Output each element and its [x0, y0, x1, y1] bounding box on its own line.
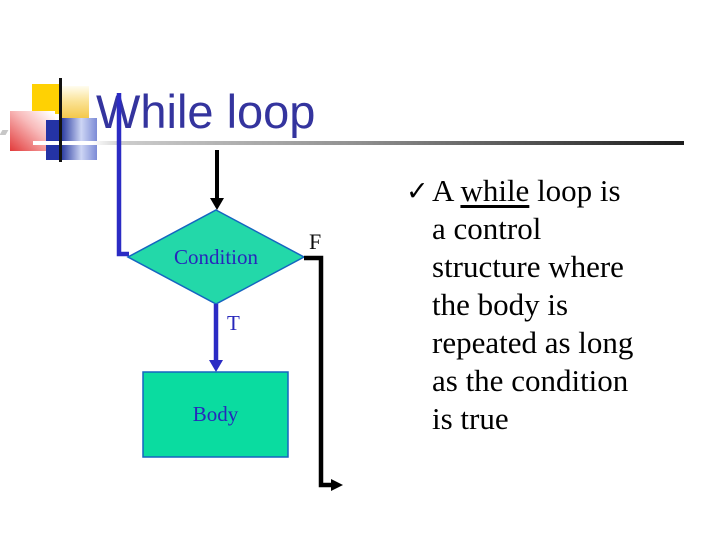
entry-arrowhead-icon	[210, 198, 224, 210]
true-arrowhead-icon	[209, 360, 223, 372]
bullet-text-line: repeated as long	[432, 325, 634, 360]
logo-blue-gradient-square	[62, 118, 97, 160]
body-label: Body	[192, 402, 239, 426]
bullet-line1-underlined-word: while	[460, 173, 530, 208]
bullet-line1-prefix: A	[432, 173, 461, 208]
false-branch-label: F	[309, 229, 322, 254]
title-underline	[33, 141, 684, 145]
bullet-line1-suffix: loop is	[529, 173, 621, 208]
bullet-text-line: is true	[432, 401, 509, 436]
false-path-line	[304, 255, 332, 488]
logo-yellow-gradient-square	[62, 86, 89, 122]
true-branch-label: T	[227, 311, 240, 335]
bullet-text-line: structure where	[432, 249, 624, 284]
bullet-text-line: the body is	[432, 287, 569, 322]
bullet-text-line: as the condition	[432, 363, 629, 398]
bullet-text-line: a control	[432, 211, 542, 246]
slide-title: While loop	[96, 85, 316, 138]
logo-yellow-square	[32, 84, 62, 114]
false-arrowhead-icon	[331, 479, 343, 491]
check-bullet-icon: ✓	[406, 176, 429, 206]
condition-label: Condition	[173, 245, 258, 269]
bullet-text-line: A while loop is	[432, 172, 698, 210]
body-rect	[142, 371, 289, 458]
loopback-line	[116, 93, 129, 257]
bullet-text-block: A while loop is a control structure wher…	[398, 172, 698, 438]
logo-vertical-line	[59, 78, 62, 162]
logo-blue-square	[46, 120, 62, 160]
